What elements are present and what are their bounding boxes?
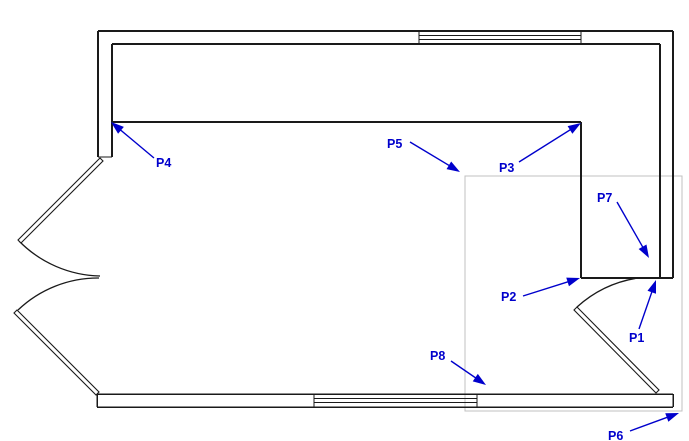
annotation-arrowhead-p1 (647, 280, 656, 294)
left-lower-door-leaf (13, 309, 100, 396)
right-door-leaf (573, 306, 660, 394)
doors-layer (13, 157, 660, 396)
annotation-arrowhead-p4 (111, 122, 124, 134)
annotation-label-p5: P5 (387, 137, 402, 151)
annotation-arrow-line-p3 (518, 125, 577, 163)
annotation-arrow-line-p4 (115, 125, 155, 159)
walls-and-windows-layer (96, 30, 674, 408)
annotation-arrow-line-p1 (638, 285, 655, 330)
annotation-arrowhead-p2 (566, 277, 580, 287)
annotation-arrowhead-p7 (638, 244, 649, 258)
left-upper-door-swing-arc (18, 240, 101, 277)
annotation-arrowhead-p6 (665, 413, 679, 422)
annotation-label-p1: P1 (629, 331, 644, 345)
left-upper-door-leaf (17, 157, 104, 244)
annotation-label-p2: P2 (501, 290, 516, 304)
annotation-arrow-line-p5 (409, 141, 456, 170)
annotation-arrow-line-p7 (616, 201, 647, 254)
left-lower-door-swing-arc (17, 277, 100, 311)
annotation-arrowhead-p3 (567, 123, 581, 134)
annotation-arrow-line-p6 (629, 414, 674, 432)
annotation-label-p8: P8 (430, 349, 445, 363)
right-door-swing-arc (576, 277, 639, 308)
annotation-label-p7: P7 (597, 191, 612, 205)
annotation-arrow-line-p2 (522, 279, 575, 297)
selection-rectangle-layer (464, 175, 683, 412)
annotation-label-p4: P4 (156, 156, 171, 170)
annotation-arrowhead-p5 (446, 161, 460, 172)
annotation-label-p6: P6 (608, 429, 623, 441)
annotation-label-p3: P3 (499, 161, 514, 175)
annotation-arrowhead-p8 (472, 373, 486, 385)
selection-rectangle (464, 175, 683, 412)
